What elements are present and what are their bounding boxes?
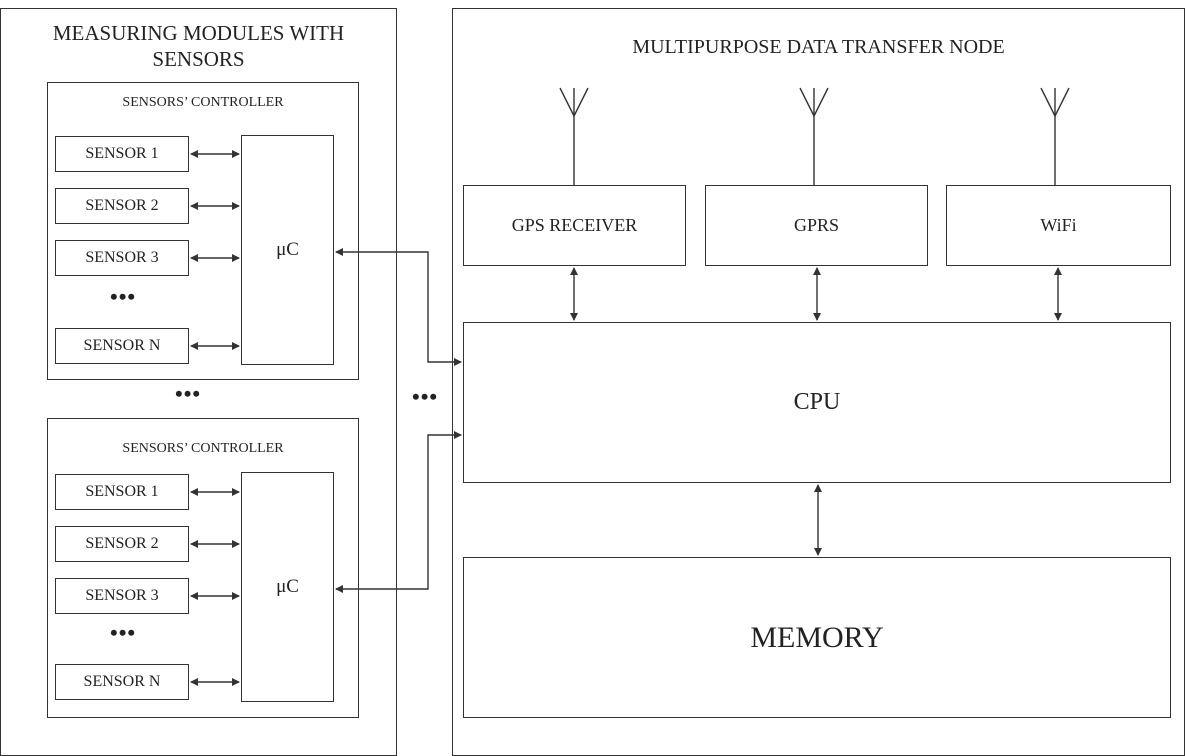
module2-sensor-ellipsis: •••: [110, 620, 137, 645]
sensors-controller-2-label: SENSORS’ CONTROLLER: [122, 441, 284, 456]
module1-sensor-1: SENSOR 1: [55, 136, 189, 172]
sensors-controller-1-label: SENSORS’ CONTROLLER: [122, 95, 284, 110]
gprs-block: GPRS: [705, 185, 928, 266]
module1-microcontroller: μC: [241, 135, 334, 365]
module2-sensor-3: SENSOR 3: [55, 578, 189, 614]
module1-sensor-2: SENSOR 2: [55, 188, 189, 224]
measuring-modules-title: MEASURING MODULES WITH SENSORS: [0, 18, 397, 74]
module2-microcontroller: μC: [241, 472, 334, 702]
cpu-block: CPU: [463, 322, 1171, 483]
module2-sensor-n: SENSOR N: [55, 664, 189, 700]
module1-sensor-n: SENSOR N: [55, 328, 189, 364]
gps-receiver-block: GPS RECEIVER: [463, 185, 686, 266]
measuring-modules-title-line2: SENSORS: [152, 47, 245, 71]
module2-sensor-1: SENSOR 1: [55, 474, 189, 510]
module1-sensor-3: SENSOR 3: [55, 240, 189, 276]
measuring-modules-title-line1: MEASURING MODULES WITH: [52, 21, 345, 45]
modules-ellipsis: •••: [175, 381, 202, 406]
link-ellipsis: •••: [412, 384, 439, 409]
module1-sensor-ellipsis: •••: [110, 284, 137, 309]
data-transfer-node-title: MULTIPURPOSE DATA TRANSFER NODE: [632, 35, 1005, 58]
memory-block: MEMORY: [463, 557, 1171, 718]
wifi-block: WiFi: [946, 185, 1171, 266]
module2-sensor-2: SENSOR 2: [55, 526, 189, 562]
